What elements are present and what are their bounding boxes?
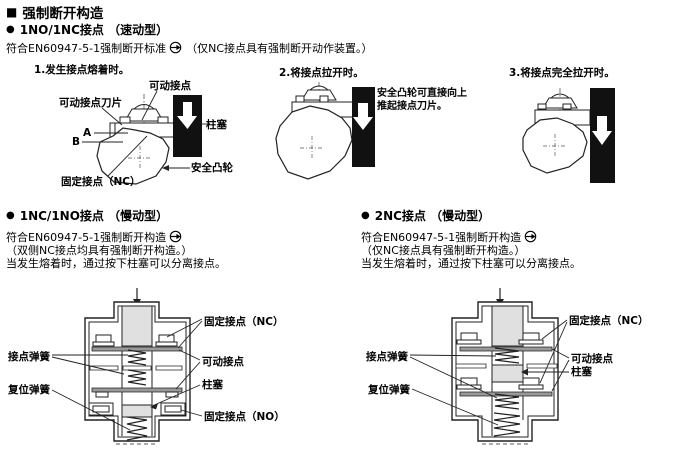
square-bullet-icon: ■ <box>6 5 18 19</box>
contact-spring-coil <box>128 370 146 385</box>
label-marker-a: A <box>83 127 92 139</box>
slow1-line2: （双侧NC接点均具有强制断开构造。） <box>6 244 193 257</box>
page-title-text: 强制断开构造 <box>22 6 104 22</box>
section-slow2-heading-text: 2NC接点 （慢动型） <box>374 209 491 223</box>
spring-coils <box>494 348 520 436</box>
label-reset-spring: 复位弹簧 <box>368 384 410 396</box>
slow1-line3: 当发生熔着时，通过按下柱塞可以分离接点。 <box>6 257 226 270</box>
label-marker-b: B <box>72 136 81 148</box>
label-movable-contact-blade: 可动接点刀片 <box>59 97 122 109</box>
plunger-bar <box>352 87 375 167</box>
slow2-line3: 当发生熔着时，通过按下柱塞可以分离接点。 <box>361 257 581 270</box>
slow2-line2: （仅NC接点具有强制断开构造。） <box>361 244 526 257</box>
leader-lines <box>52 319 202 430</box>
contact-spring-coil <box>495 348 519 363</box>
leader-lines <box>410 320 569 425</box>
contact-mechanism <box>110 94 180 141</box>
circle-bullet-icon: ● <box>6 23 15 35</box>
section-slow1-heading-text: 1NC/1NO接点 （慢动型） <box>19 209 169 223</box>
circle-bullet-icon: ● <box>6 209 15 221</box>
section-slow1-heading: ● 1NC/1NO接点 （慢动型） <box>6 207 168 224</box>
spring-coils <box>127 350 147 440</box>
press-down-arrow-icon <box>177 102 197 129</box>
plunger-shaft <box>122 306 152 436</box>
label-fixed-contact-no: 固定接点（NO） <box>204 411 285 423</box>
reset-spring-coil <box>494 413 520 436</box>
section-quick-heading-text: 1NO/1NC接点 （速动型） <box>19 23 169 37</box>
diagram-1nc1no-cross-section <box>0 286 300 451</box>
label-movable-contact: 可动接点 <box>571 353 613 365</box>
reset-spring-coil <box>127 417 147 440</box>
slow1-line1: 符合EN60947-5-1强制断开构造 <box>6 229 186 246</box>
label-plunger: 柱塞 <box>202 379 223 391</box>
positive-opening-symbol-icon <box>169 230 183 246</box>
label-safety-cam: 安全凸轮 <box>191 162 233 174</box>
slow2-line1: 符合EN60947-5-1强制断开构造 <box>361 229 541 246</box>
press-down-arrow-icon <box>592 116 612 145</box>
label-movable-contact: 可动接点 <box>149 80 191 92</box>
section-slow2-heading: ● 2NC接点 （慢动型） <box>361 207 490 224</box>
contact-spring-coil <box>128 350 146 365</box>
press-down-arrow-icon <box>353 103 373 130</box>
diagram-step1-contact-weld <box>28 78 248 208</box>
label-fixed-contact-nc: 固定接点（NC） <box>61 176 141 188</box>
safety-cam-shape <box>276 106 352 179</box>
slow1-line1-text: 符合EN60947-5-1强制断开构造 <box>6 231 167 244</box>
label-plunger: 柱塞 <box>206 119 227 131</box>
standard-text-after: （仅NC接点具有强制断开动作装置。） <box>186 42 373 55</box>
step3-caption: 3.将接点完全拉开时。 <box>509 67 615 79</box>
contact-spring-coil <box>495 394 519 409</box>
circle-bullet-icon: ● <box>361 209 370 221</box>
label-movable-contact: 可动接点 <box>202 356 244 368</box>
plunger-shaft <box>492 306 523 436</box>
label-fixed-contact-nc: 固定接点（NC） <box>204 316 284 328</box>
safety-cam-shape <box>523 118 587 173</box>
fixed-contact-shapes <box>457 333 543 389</box>
fixed-contact-shapes <box>89 335 185 415</box>
positive-opening-symbol-icon <box>524 230 538 246</box>
step1-caption: 1.发生接点熔着时。 <box>34 64 130 76</box>
label-contact-spring: 接点弹簧 <box>366 351 408 363</box>
leader-lines <box>82 91 207 176</box>
label-plunger: 柱塞 <box>571 366 592 378</box>
step2-note: 安全凸轮可直接向上推起接点刀片。 <box>377 88 467 112</box>
contact-bars <box>90 347 182 392</box>
slow2-line1-text: 符合EN60947-5-1强制断开构造 <box>361 231 522 244</box>
plunger-bar <box>173 95 202 157</box>
label-contact-spring: 接点弹簧 <box>8 351 50 363</box>
positive-opening-symbol-icon <box>169 41 183 57</box>
section-quick-heading: ● 1NO/1NC接点 （速动型） <box>6 21 168 38</box>
diagram-step2-pull-apart <box>272 78 375 193</box>
standard-line: 符合EN60947-5-1强制断开标准 （仅NC接点具有强制断开动作装置。） <box>6 40 373 57</box>
label-reset-spring: 复位弹簧 <box>8 384 50 396</box>
plunger-bar <box>590 88 615 183</box>
diagram-2nc-cross-section <box>355 286 673 451</box>
standard-text-before: 符合EN60947-5-1强制断开标准 <box>6 42 167 55</box>
label-fixed-contact-nc: 固定接点（NC） <box>569 315 649 327</box>
step2-caption: 2.将接点拉开时。 <box>279 67 364 79</box>
diagram-step3-fully-open <box>505 88 615 183</box>
page-title: ■ 强制断开构造 <box>6 2 103 22</box>
